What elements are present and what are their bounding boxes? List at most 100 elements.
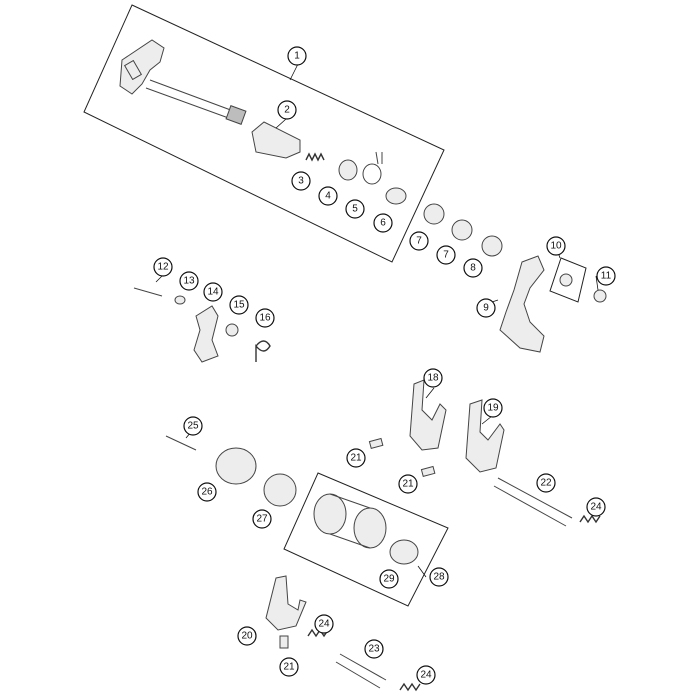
callout-19: 19 <box>483 398 503 418</box>
small-spring <box>305 152 325 162</box>
callout-26: 26 <box>197 482 217 502</box>
svg-text:21: 21 <box>350 453 362 464</box>
callout-21c: 21 <box>279 657 299 677</box>
fork-rail-long <box>493 477 573 527</box>
callout-25: 25 <box>183 416 203 436</box>
guide-pin-a <box>368 437 384 450</box>
shift-fork-a <box>409 379 447 451</box>
circlip <box>362 151 383 185</box>
detent-screw <box>165 435 197 451</box>
svg-text:24: 24 <box>590 502 602 513</box>
fork-rail-short <box>335 653 387 689</box>
svg-text:28: 28 <box>433 572 445 583</box>
callout-14: 14 <box>203 282 223 302</box>
shift-lever-plate <box>251 121 301 159</box>
svg-text:14: 14 <box>207 287 219 298</box>
callout-13: 13 <box>179 271 199 291</box>
callout-4: 4 <box>318 186 338 206</box>
svg-text:4: 4 <box>325 191 331 202</box>
callout-27: 27 <box>252 509 272 529</box>
svg-text:18: 18 <box>427 373 439 384</box>
callout-24b: 24 <box>314 614 334 634</box>
svg-text:24: 24 <box>420 670 432 681</box>
rail-spring-b <box>307 628 329 638</box>
locking-lever <box>193 305 219 363</box>
needle-bearing-b <box>451 219 473 241</box>
callout-24c: 24 <box>416 665 436 685</box>
callout-16: 16 <box>255 308 275 328</box>
callout-3: 3 <box>291 171 311 191</box>
callout-28: 28 <box>429 567 449 587</box>
callout-18: 18 <box>423 368 443 388</box>
drum-bearing-small <box>389 539 419 565</box>
svg-text:15: 15 <box>233 300 245 311</box>
svg-text:2: 2 <box>284 105 290 116</box>
bolt <box>133 287 163 297</box>
svg-text:12: 12 <box>157 262 169 273</box>
washer <box>385 187 407 205</box>
svg-text:23: 23 <box>368 644 380 655</box>
shift-drum-group-frame <box>283 472 449 607</box>
rail-spring-a <box>579 514 601 524</box>
shift-shaft-group-frame <box>83 4 445 263</box>
svg-text:7: 7 <box>443 250 449 261</box>
svg-text:22: 22 <box>540 478 552 489</box>
svg-text:19: 19 <box>487 403 499 414</box>
svg-text:20: 20 <box>241 631 253 642</box>
callout-5: 5 <box>345 199 365 219</box>
stop-plate-group-frame <box>549 257 587 303</box>
needle-bearing-a <box>423 203 445 225</box>
callout-24a: 24 <box>586 497 606 517</box>
svg-text:5: 5 <box>352 204 358 215</box>
shift-fork-b <box>465 399 505 473</box>
guide-pin-b <box>420 465 436 478</box>
guide-pin-c <box>279 635 289 649</box>
callout-21b: 21 <box>398 474 418 494</box>
washer-small <box>174 295 186 305</box>
callout-7a: 7 <box>409 231 429 251</box>
svg-text:13: 13 <box>183 276 195 287</box>
svg-text:24: 24 <box>318 619 330 630</box>
callout-21a: 21 <box>346 448 366 468</box>
callout-2: 2 <box>277 100 297 120</box>
callout-20: 20 <box>237 626 257 646</box>
rail-spring-c <box>399 682 421 692</box>
callout-8: 8 <box>463 258 483 278</box>
svg-text:1: 1 <box>294 51 300 62</box>
svg-text:11: 11 <box>601 271 612 282</box>
svg-text:21: 21 <box>402 479 414 490</box>
svg-text:29: 29 <box>383 574 395 585</box>
drum-bearing <box>263 473 297 507</box>
shaft-seal <box>481 235 503 257</box>
bushing <box>338 159 358 181</box>
leader-lines <box>155 63 599 578</box>
shift-drum-locating <box>215 447 257 485</box>
callout-15: 15 <box>229 295 249 315</box>
callout-10: 10 <box>546 236 566 256</box>
callout-1: 1 <box>287 46 307 66</box>
svg-text:21: 21 <box>283 662 295 673</box>
roller <box>225 323 239 337</box>
stop-plate <box>559 273 573 287</box>
shift-fork-c <box>265 575 307 631</box>
svg-text:16: 16 <box>259 313 271 324</box>
callout-22: 22 <box>536 473 556 493</box>
shift-drum <box>313 493 387 549</box>
callout-11: 11 <box>596 266 616 286</box>
svg-text:26: 26 <box>201 487 213 498</box>
shift-shaft <box>119 39 247 125</box>
callout-7b: 7 <box>436 245 456 265</box>
svg-text:10: 10 <box>550 241 562 252</box>
callout-9: 9 <box>476 298 496 318</box>
svg-text:7: 7 <box>416 236 422 247</box>
svg-text:27: 27 <box>256 514 268 525</box>
callout-23: 23 <box>364 639 384 659</box>
pedal-screw <box>593 289 607 303</box>
torsion-spring <box>255 340 271 362</box>
svg-text:9: 9 <box>483 303 489 314</box>
callout-29: 29 <box>379 569 399 589</box>
shift-pedal <box>499 255 545 353</box>
svg-text:6: 6 <box>380 218 386 229</box>
svg-text:25: 25 <box>187 421 199 432</box>
